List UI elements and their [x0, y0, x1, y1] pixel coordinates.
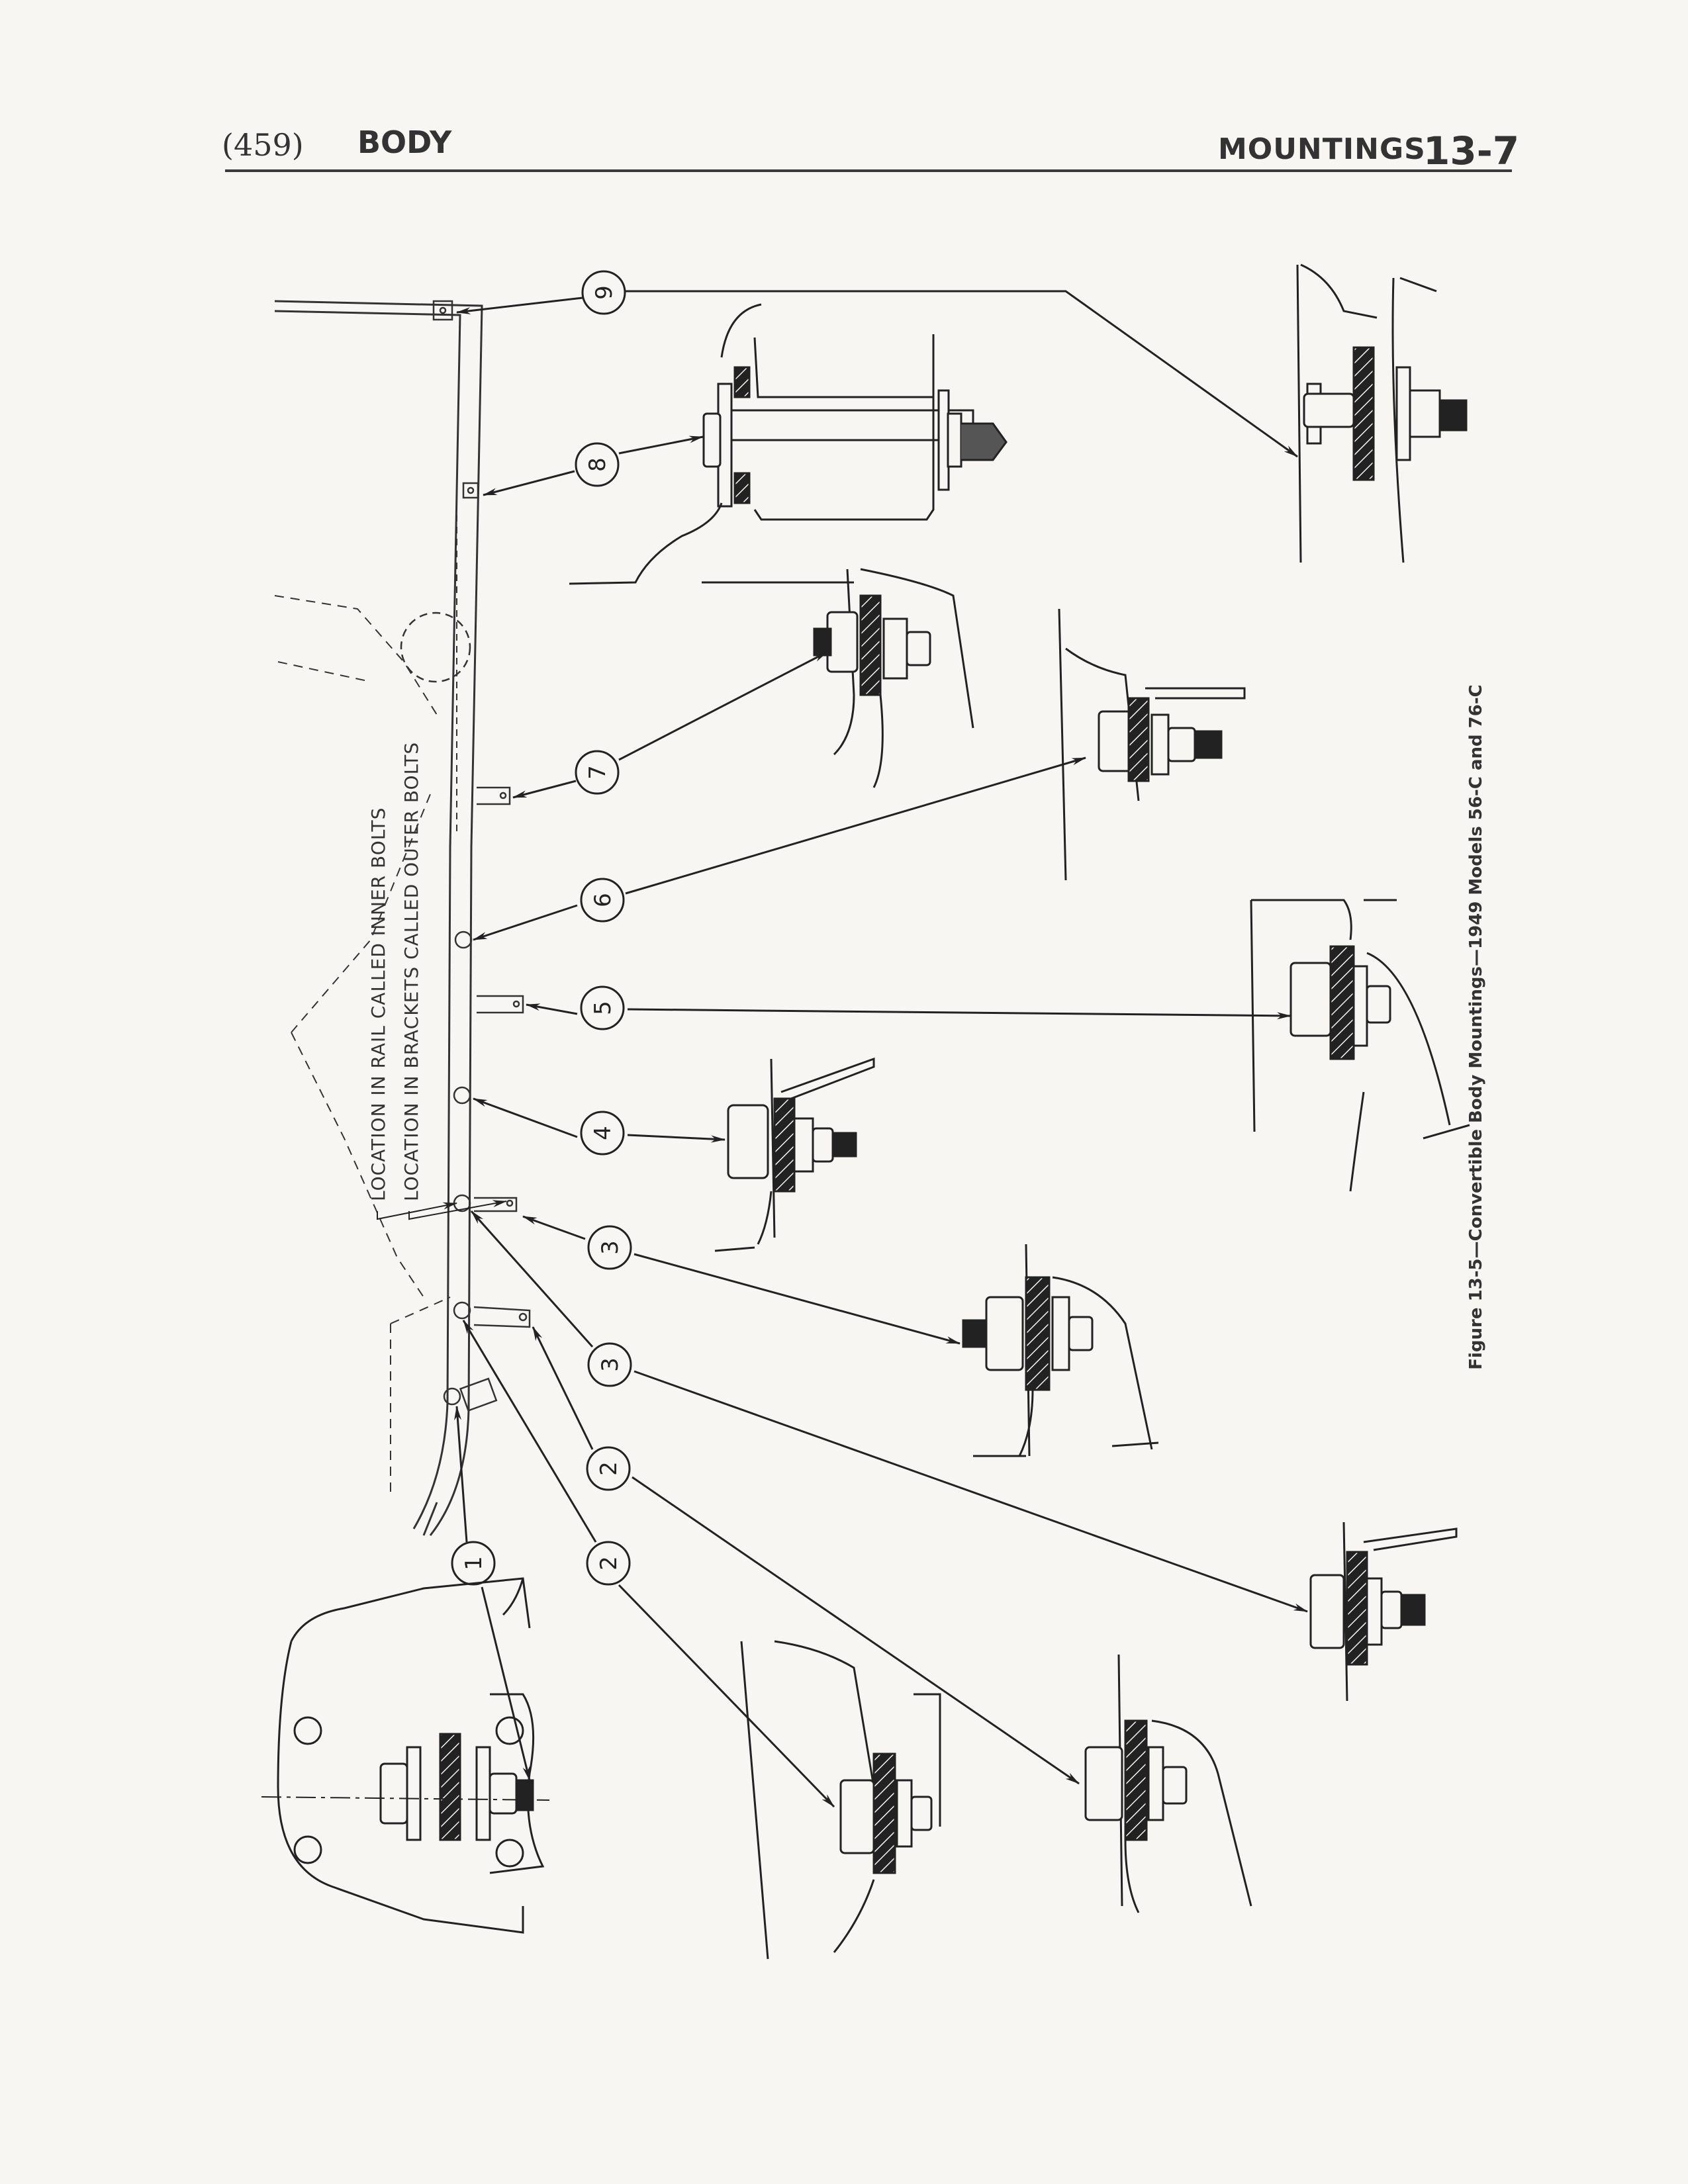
- svg-text:4: 4: [590, 1126, 616, 1140]
- callout-6: 6: [580, 878, 625, 923]
- svg-text:1: 1: [461, 1556, 487, 1570]
- svg-text:2: 2: [596, 1556, 622, 1570]
- detail-2-upper-mounting: [1084, 1654, 1252, 1913]
- callout-7: 7: [575, 750, 620, 795]
- page-number: (459): [222, 127, 304, 163]
- detail-1-mounting: [261, 1577, 550, 1934]
- detail-3-upper-mounting: [962, 1244, 1159, 1457]
- callout-1: 1: [451, 1541, 496, 1586]
- frame-rail: [274, 300, 483, 1536]
- detail-6-mounting: [1058, 608, 1246, 881]
- callout-2-lower: 2: [586, 1541, 631, 1586]
- header-rule: [225, 169, 1512, 172]
- svg-text:3: 3: [597, 1357, 624, 1372]
- callout-5: 5: [580, 985, 625, 1030]
- svg-text:7: 7: [585, 765, 611, 780]
- callout-2-upper: 2: [586, 1446, 631, 1491]
- svg-text:6: 6: [590, 893, 616, 907]
- callout-3-lower: 3: [587, 1342, 632, 1387]
- svg-text:3: 3: [597, 1240, 624, 1255]
- svg-text:9: 9: [591, 285, 618, 300]
- callout-8: 8: [575, 442, 620, 487]
- section-title: BODY: [357, 124, 452, 160]
- callout-9: 9: [581, 270, 626, 315]
- detail-3-lower-mounting: [1309, 1522, 1458, 1702]
- leader-lines: [377, 290, 1309, 1808]
- rail-mounting-points: [432, 300, 531, 1412]
- callout-4: 4: [580, 1111, 625, 1156]
- svg-text:2: 2: [596, 1461, 622, 1476]
- svg-text:8: 8: [585, 457, 611, 472]
- callout-3-upper: 3: [587, 1225, 632, 1270]
- detail-2-lower-mounting: [740, 1640, 941, 1960]
- detail-9-mounting: [1296, 263, 1468, 563]
- callouts: 9 8 7 6 5 4 3 3: [451, 270, 632, 1586]
- detail-8-mounting: [569, 303, 1008, 585]
- page-reference: 13-7: [1423, 128, 1520, 173]
- detail-4-mounting: [714, 1057, 875, 1252]
- detail-7-mounting: [813, 568, 974, 788]
- subsection-title: MOUNTINGS: [1218, 132, 1426, 166]
- detail-5-mounting: [1250, 899, 1470, 1192]
- svg-text:5: 5: [590, 1001, 616, 1015]
